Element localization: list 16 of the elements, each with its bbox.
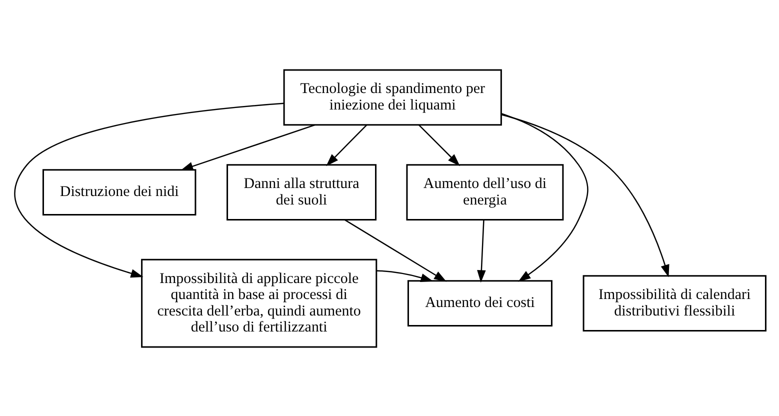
arrow: [376, 270, 433, 282]
arrow: [500, 114, 669, 277]
arrow: [500, 112, 588, 282]
node-box: Danni alla struttura dei suoli: [226, 164, 376, 220]
node-box: Aumento dei costi: [406, 280, 552, 326]
arrow: [326, 124, 367, 166]
node-box: Tecnologie di spandimento per iniezione dei liquami: [282, 68, 502, 126]
arrow: [14, 102, 284, 278]
arrow: [344, 218, 446, 282]
node-box: Aumento dell’uso di energia: [406, 164, 564, 220]
arrow: [476, 219, 486, 282]
arrow: [418, 124, 460, 166]
node-box: Impossibilità di calendari distributivi flessibili: [582, 274, 766, 332]
node-box: Distruzione dei nidi: [42, 168, 196, 215]
node-box: Impossibilità di applicare piccole quantità in base ai processi di crescita dell’erba, quindi aumento dell’uso di fertilizzanti: [140, 258, 377, 348]
arrow: [180, 124, 315, 170]
